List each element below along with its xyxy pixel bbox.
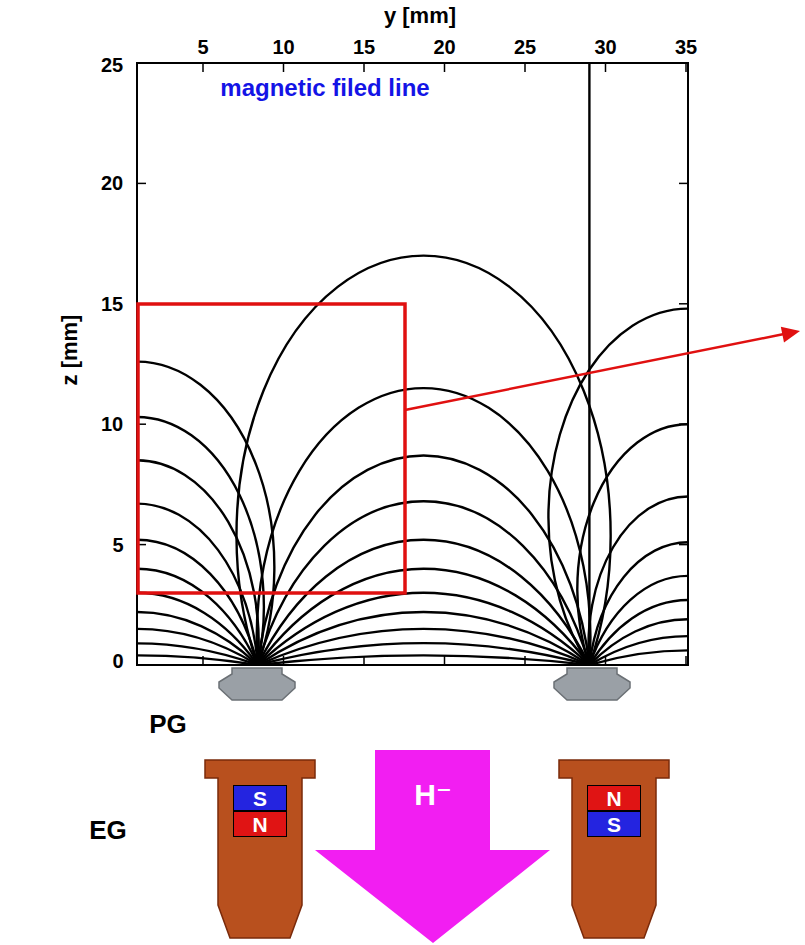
field-line [589,542,688,665]
field-line [258,593,590,665]
field-line [258,655,590,665]
field-line [589,496,688,665]
tick-label: 10 [101,414,123,434]
tick-label: 25 [101,55,123,75]
zoom-arrow [405,334,784,410]
field-line [589,600,688,665]
tick-mark [283,656,285,665]
tick-mark [679,303,688,305]
tick-mark [444,656,446,665]
tick-mark [137,183,146,185]
field-line [137,569,258,665]
magnet-pole: N [233,811,287,837]
extraction-grid-electrode [559,760,669,938]
field-line [589,619,688,665]
field-lines [137,63,688,665]
field-line [258,612,590,665]
pole-letter: N [606,788,621,809]
tick-label: 5 [112,535,123,555]
field-line [137,504,258,665]
field-line [548,309,688,665]
field-line [589,576,688,665]
pole-letter: S [253,788,267,809]
tick-label: 5 [197,37,208,57]
field-line [137,460,259,665]
tick-label: 35 [675,37,697,57]
field-line [258,456,590,665]
pole-letter: S [607,814,621,835]
part-name: EG [89,817,127,843]
tick-label: 20 [433,37,455,57]
plasma-grid [219,668,295,700]
field-line [589,636,688,665]
plasma-grid [554,668,630,700]
tick-mark [605,656,607,665]
part-name: PG [149,711,187,737]
field-line [137,593,258,665]
tick-mark [363,63,365,72]
zoom-box [138,304,405,593]
field-line [588,63,590,665]
tick-label: 30 [594,37,616,57]
tick-mark [202,63,204,72]
field-line [137,629,258,665]
field-line [258,643,590,665]
axis-ticks [137,63,688,665]
tick-label: 10 [272,37,294,57]
magnet-pole: N [587,785,641,811]
tick-mark [363,656,365,665]
tick-label: 20 [101,173,123,193]
tick-mark [605,63,607,72]
plot-frame [137,63,688,665]
tick-mark [283,63,285,72]
axis-title: z [mm] [59,315,81,386]
field-line [258,629,590,665]
plot-note: magnetic filed line [220,76,429,100]
field-line [137,643,258,665]
field-line [137,655,258,665]
ion-name: H⁻ [414,780,452,810]
arrow-body [315,750,550,943]
tick-label: 15 [353,37,375,57]
field-line [258,569,590,665]
field-line [137,612,258,665]
tick-label: 15 [101,294,123,314]
extraction-grid-electrode [205,760,315,938]
field-line [258,540,590,665]
magnet-pole: S [233,785,287,811]
field-line [258,501,590,665]
field-line [577,424,688,665]
tick-mark [679,183,688,185]
tick-mark [685,63,687,72]
axis-title: y [mm] [384,5,456,27]
field-line [137,362,274,665]
tick-mark [524,63,526,72]
tick-label: 0 [112,651,123,671]
tick-label: 25 [514,37,536,57]
beam-arrow: H⁻ [315,750,550,945]
magnet-pole: S [587,811,641,837]
pole-letter: N [252,814,267,835]
tick-mark [444,63,446,72]
field-line [589,651,688,665]
arrow-head [781,327,800,343]
field-line [257,388,591,665]
tick-mark [524,656,526,665]
tick-mark [679,423,688,425]
tick-mark [685,656,687,665]
tick-mark [202,656,204,665]
field-line [137,417,264,665]
field-line [137,540,258,665]
tick-mark [679,544,688,546]
